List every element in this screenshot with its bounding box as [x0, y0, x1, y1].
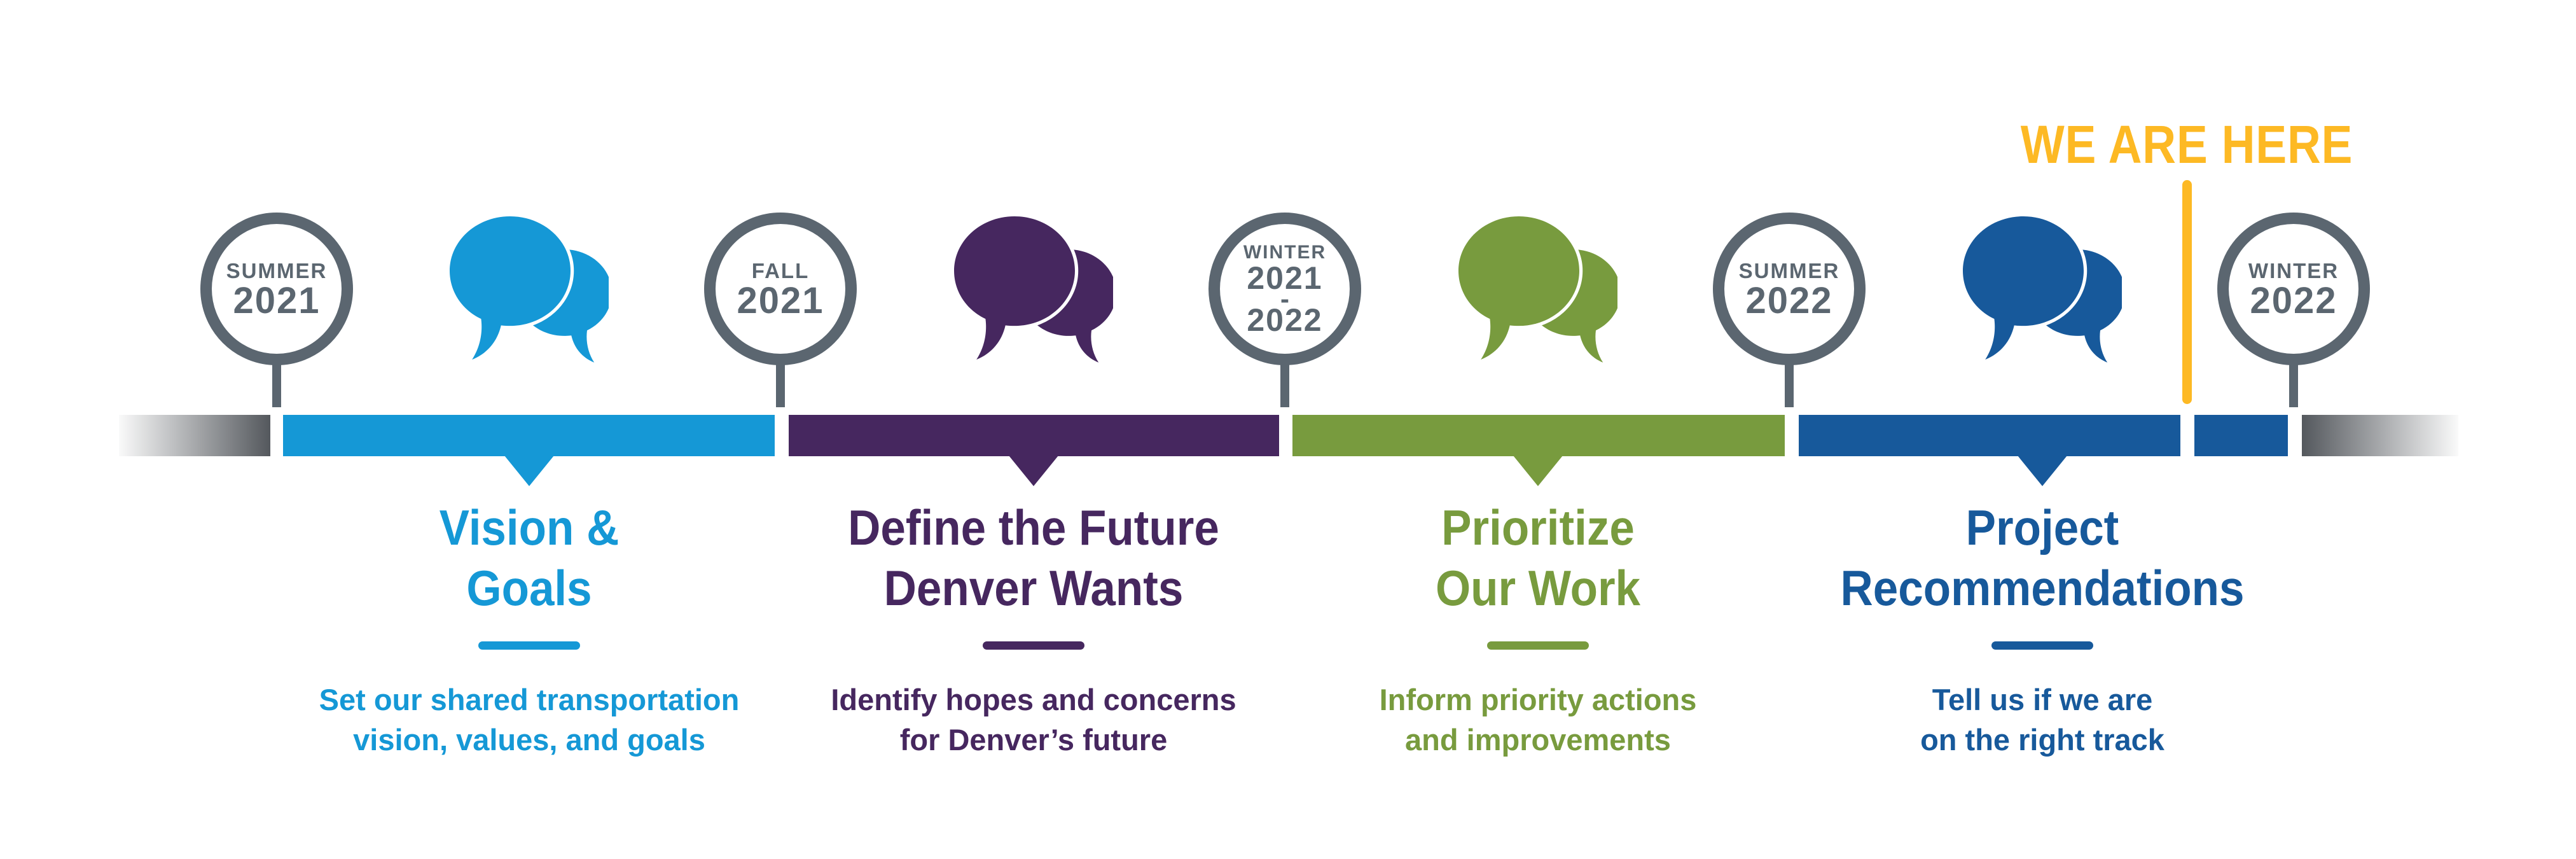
phase-description-line: Identify hopes and concerns	[831, 683, 1236, 716]
phase-description-line: Tell us if we are	[1932, 683, 2153, 716]
timeline-bar-end-gradient	[2302, 415, 2458, 456]
milestone-year: 2021	[233, 280, 321, 321]
milestone-season: WINTER	[2248, 259, 2339, 283]
milestone-stem	[1785, 364, 1794, 407]
milestone-year: 2021	[1247, 260, 1323, 296]
milestone-stem	[272, 364, 281, 407]
phase-rule-define-future	[983, 641, 1084, 650]
milestone-stem	[1280, 364, 1289, 407]
milestone-year: 2022	[1745, 280, 1833, 321]
pointer-triangle-project-recommendations	[2018, 456, 2067, 486]
milestone-year: 2022	[2250, 280, 2337, 321]
milestone-stem	[2289, 364, 2298, 407]
we-are-here-label: WE ARE HERE	[2020, 115, 2353, 174]
phase-description-define-future: Identify hopes and concerns for Denver’s…	[779, 680, 1288, 760]
timeline-segment-project-recommendations-continued	[2194, 415, 2288, 456]
milestone-season: SUMMER	[226, 259, 328, 283]
timeline-segment-define-future	[789, 415, 1279, 456]
we-are-here-marker-line	[2182, 180, 2192, 404]
phase-title-vision-goals: Vision & Goals	[298, 498, 761, 618]
phase-description-line: for Denver’s future	[899, 723, 1168, 757]
phase-title-project-recommendations: Project Recommendations	[1811, 498, 2274, 618]
phase-title-line: Define the Future	[848, 499, 1219, 555]
milestone-stem	[776, 364, 785, 407]
pointer-triangle-define-future	[1009, 456, 1058, 486]
phase-description-line: Inform priority actions	[1379, 683, 1697, 716]
chat-bubbles-icon	[1458, 216, 1617, 366]
phase-description-line: vision, values, and goals	[353, 723, 705, 757]
milestone-circle-winter-2021-2022: WINTER 2021 - 2022	[1208, 213, 1361, 365]
phase-description-line: Set our shared transportation	[319, 683, 740, 716]
phase-title-line: Prioritize	[1441, 499, 1635, 555]
milestone-year: 2021	[737, 280, 824, 321]
timeline-segment-vision-goals	[283, 415, 775, 456]
timeline-segment-project-recommendations	[1799, 415, 2180, 456]
chat-bubbles-icon	[954, 216, 1113, 366]
chat-bubbles-icon	[1963, 216, 2122, 366]
pointer-triangle-prioritize-work	[1513, 456, 1563, 486]
phase-title-line: Denver Wants	[883, 560, 1184, 616]
timeline-bar-start-gradient	[119, 415, 270, 456]
phase-title-line: Goals	[466, 560, 592, 616]
milestone-circle-summer-2021: SUMMER 2021	[200, 213, 353, 365]
milestone-circle-fall-2021: FALL 2021	[704, 213, 857, 365]
phase-title-define-future: Define the Future Denver Wants	[802, 498, 1265, 618]
phase-description-prioritize-work: Inform priority actions and improvements	[1284, 680, 1792, 760]
phase-description-line: on the right track	[1920, 723, 2164, 757]
phase-title-line: Our Work	[1435, 560, 1641, 616]
milestone-year: 2022	[1247, 302, 1323, 338]
milestone-circle-summer-2022: SUMMER 2022	[1713, 213, 1866, 365]
phase-description-line: and improvements	[1405, 723, 1671, 757]
milestone-season: SUMMER	[1738, 259, 1840, 283]
phase-rule-vision-goals	[478, 641, 580, 650]
milestone-season: FALL	[751, 259, 810, 283]
phase-title-prioritize-work: Prioritize Our Work	[1306, 498, 1769, 618]
phase-rule-prioritize-work	[1487, 641, 1589, 650]
timeline-segment-prioritize-work	[1292, 415, 1785, 456]
pointer-triangle-vision-goals	[504, 456, 554, 486]
milestone-circle-winter-2022: WINTER 2022	[2217, 213, 2370, 365]
phase-rule-project-recommendations	[1991, 641, 2093, 650]
phase-title-line: Project	[1965, 499, 2119, 555]
phase-description-vision-goals: Set our shared transportation vision, va…	[275, 680, 784, 760]
phase-title-line: Vision &	[439, 499, 620, 555]
phase-title-line: Recommendations	[1840, 560, 2245, 616]
milestone-season: WINTER	[1243, 242, 1327, 263]
phase-description-project-recommendations: Tell us if we are on the right track	[1788, 680, 2297, 760]
chat-bubbles-icon	[450, 216, 609, 366]
